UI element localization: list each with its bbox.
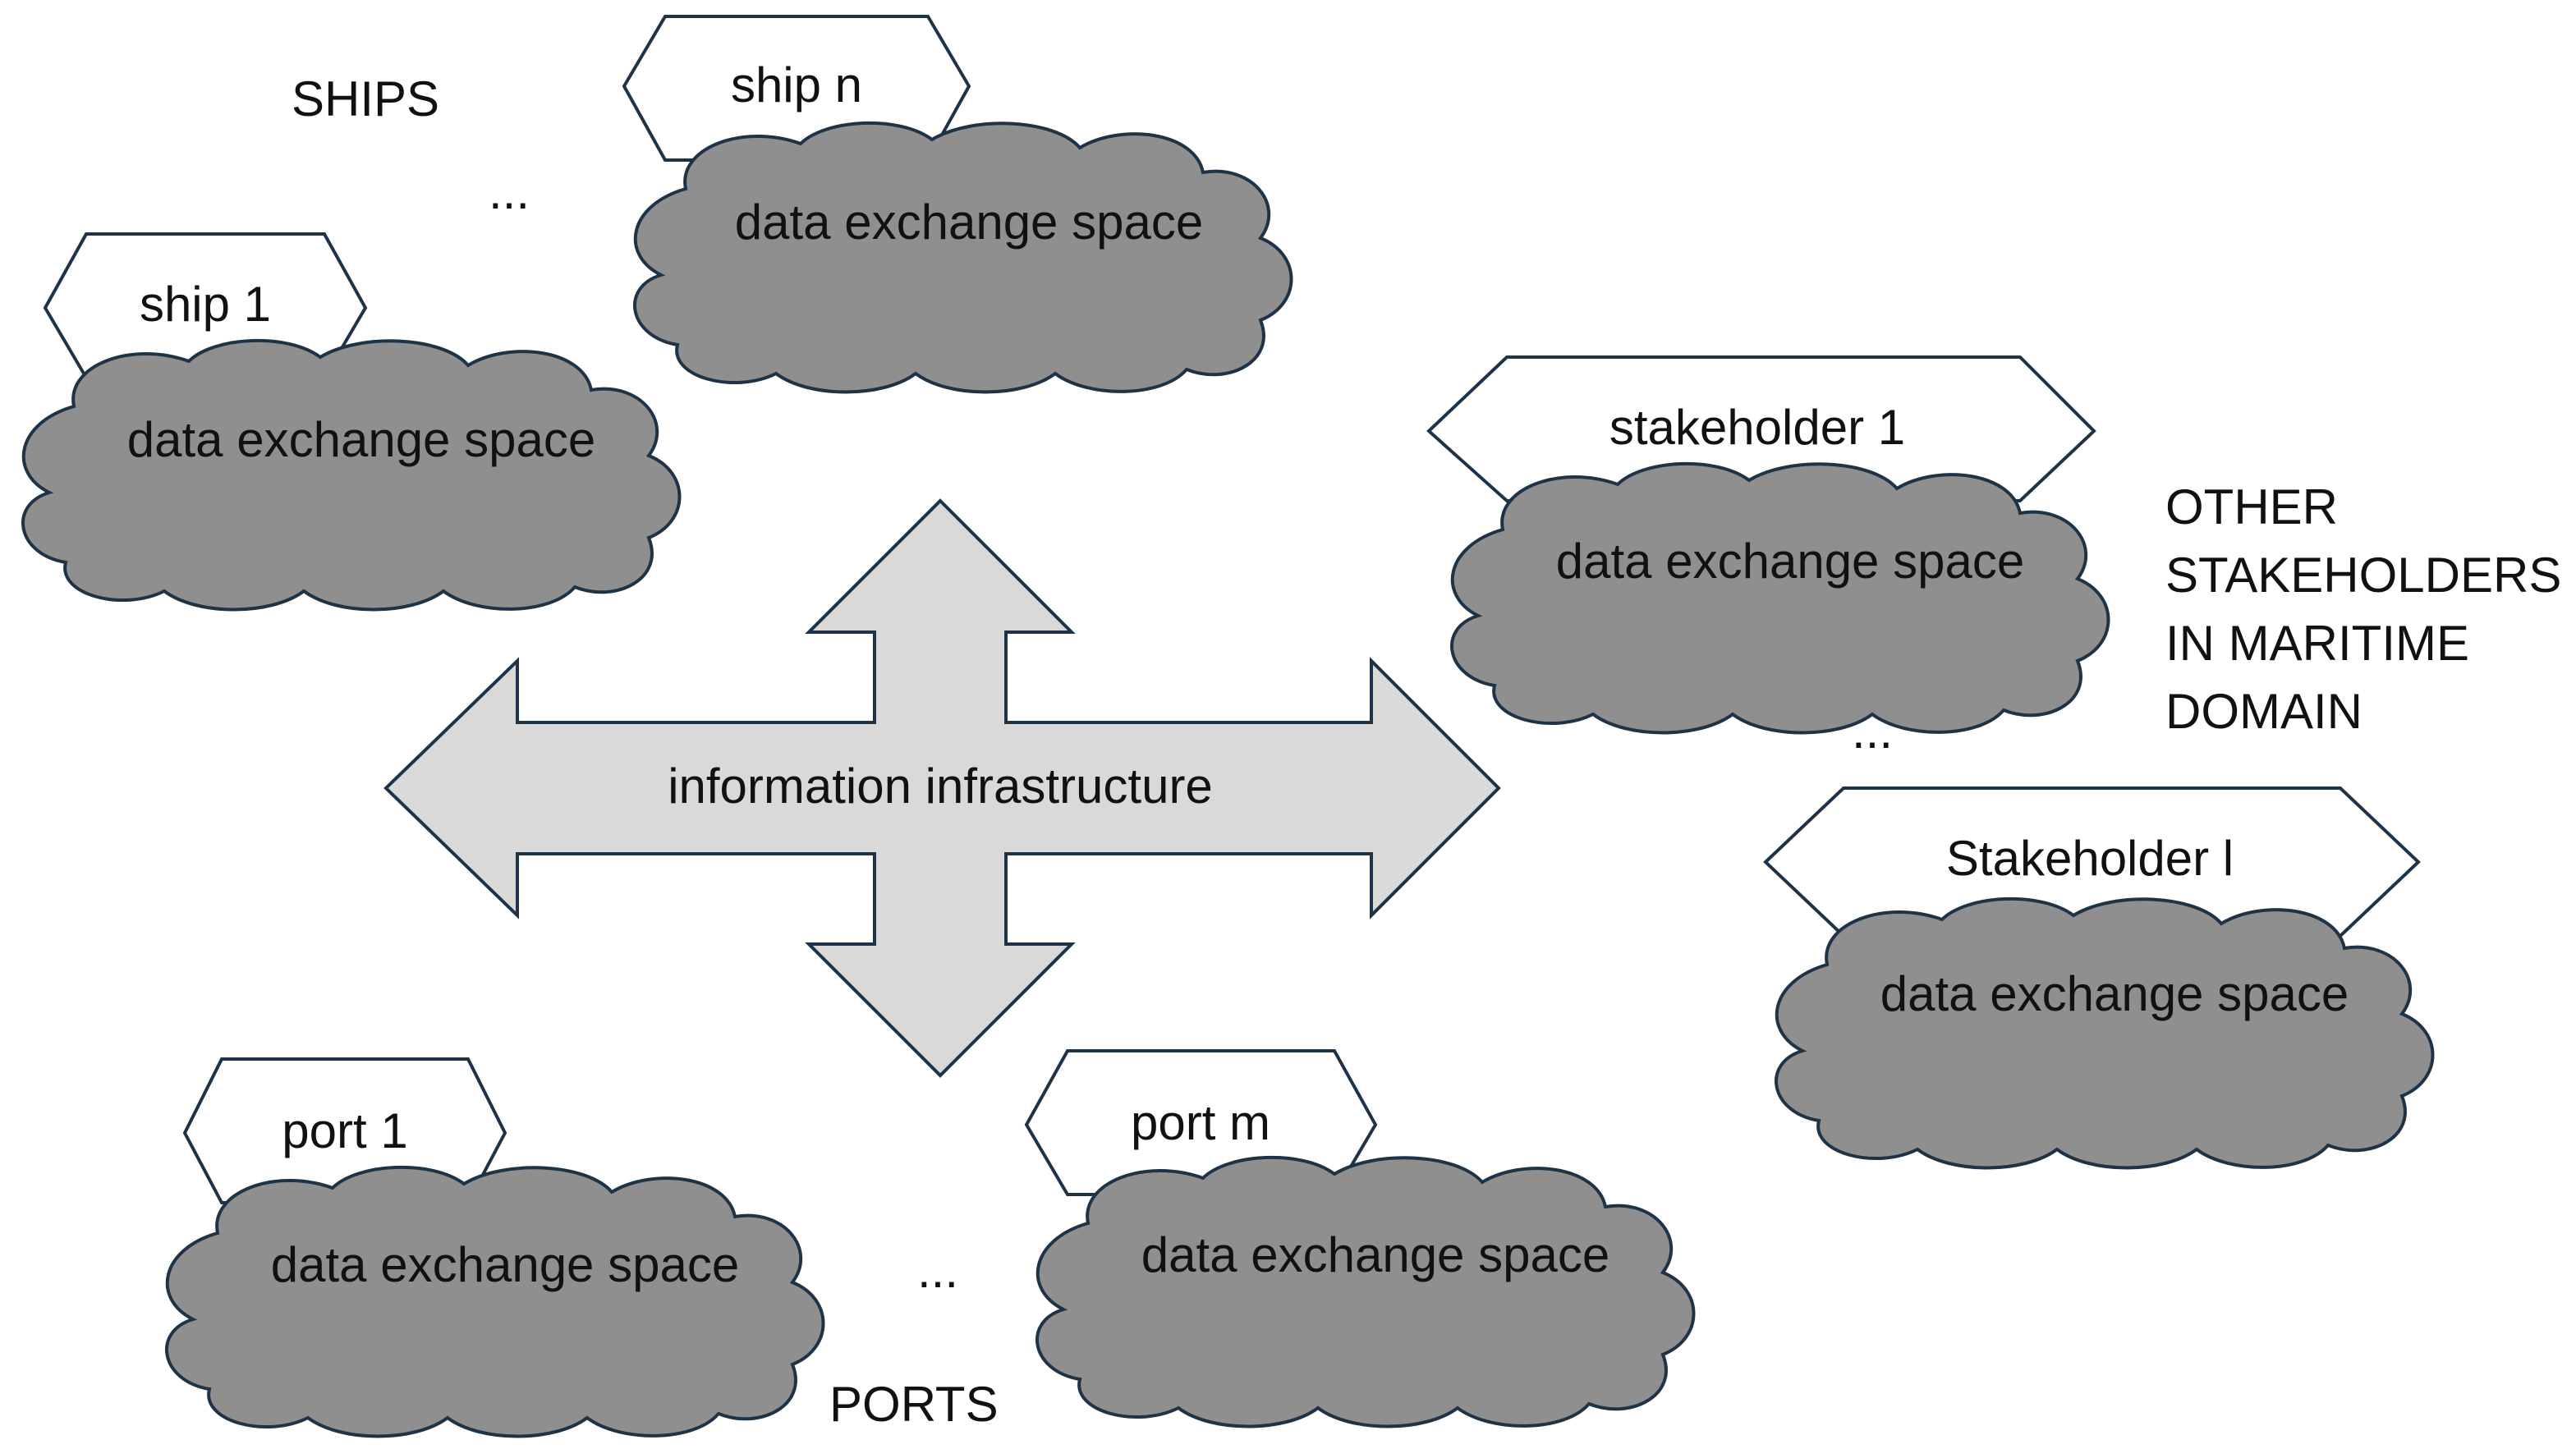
ellipsis-ports: ... bbox=[917, 1243, 958, 1298]
node-stakeholderl: Stakeholder l data exchange space bbox=[1763, 786, 2435, 1170]
ellipsis-stakeholders: ... bbox=[1852, 704, 1893, 759]
cloud-label: data exchange space bbox=[735, 195, 1203, 250]
group-label-ports: PORTS bbox=[829, 1377, 999, 1432]
hex-label: ship n bbox=[731, 57, 862, 112]
cloud-label: data exchange space bbox=[1556, 534, 2024, 589]
hexagon-shape bbox=[1426, 355, 2096, 502]
cloud-label: data exchange space bbox=[1880, 966, 2349, 1021]
node-ship1: ship 1 data exchange space bbox=[21, 232, 682, 612]
four-way-arrow-shape bbox=[383, 498, 1501, 1078]
hex-label: port 1 bbox=[282, 1103, 407, 1158]
node-stakeholder1: stakeholder 1 data exchange space bbox=[1426, 355, 2110, 735]
information-infrastructure-arrow: information infrastructure bbox=[383, 498, 1501, 1078]
cloud-shipn: data exchange space bbox=[632, 121, 1293, 394]
cloud-stakeholderl: data exchange space bbox=[1774, 896, 2435, 1170]
other-line-1: OTHER bbox=[2165, 479, 2338, 534]
node-shipn: ship n data exchange space bbox=[622, 15, 1293, 394]
other-line-4: DOMAIN bbox=[2165, 684, 2362, 739]
center-label: information infrastructure bbox=[668, 759, 1213, 814]
cloud-port1: data exchange space bbox=[164, 1165, 825, 1438]
group-label-ships: SHIPS bbox=[292, 71, 439, 126]
other-line-3: IN MARITIME bbox=[2165, 616, 2469, 671]
cloud-label: data exchange space bbox=[271, 1237, 739, 1292]
hex-label: stakeholder 1 bbox=[1609, 400, 1905, 455]
cloud-ship1: data exchange space bbox=[21, 338, 682, 612]
other-line-2: STAKEHOLDERS bbox=[2165, 548, 2561, 603]
cloud-portm: data exchange space bbox=[1035, 1155, 1696, 1428]
hexagon-shape bbox=[182, 1057, 507, 1204]
hex-label: Stakeholder l bbox=[1946, 831, 2234, 886]
cloud-label: data exchange space bbox=[127, 412, 595, 467]
hex-label: ship 1 bbox=[140, 277, 271, 332]
cloud-label: data exchange space bbox=[1141, 1227, 1609, 1282]
node-portm: port m data exchange space bbox=[1024, 1049, 1696, 1428]
hex-label: port m bbox=[1131, 1095, 1270, 1150]
node-port1: port 1 data exchange space bbox=[164, 1057, 825, 1438]
group-label-other-stakeholders: OTHER STAKEHOLDERS IN MARITIME DOMAIN bbox=[2165, 479, 2561, 739]
ellipsis-ships: ... bbox=[489, 164, 530, 219]
cloud-stakeholder1: data exchange space bbox=[1449, 461, 2110, 735]
